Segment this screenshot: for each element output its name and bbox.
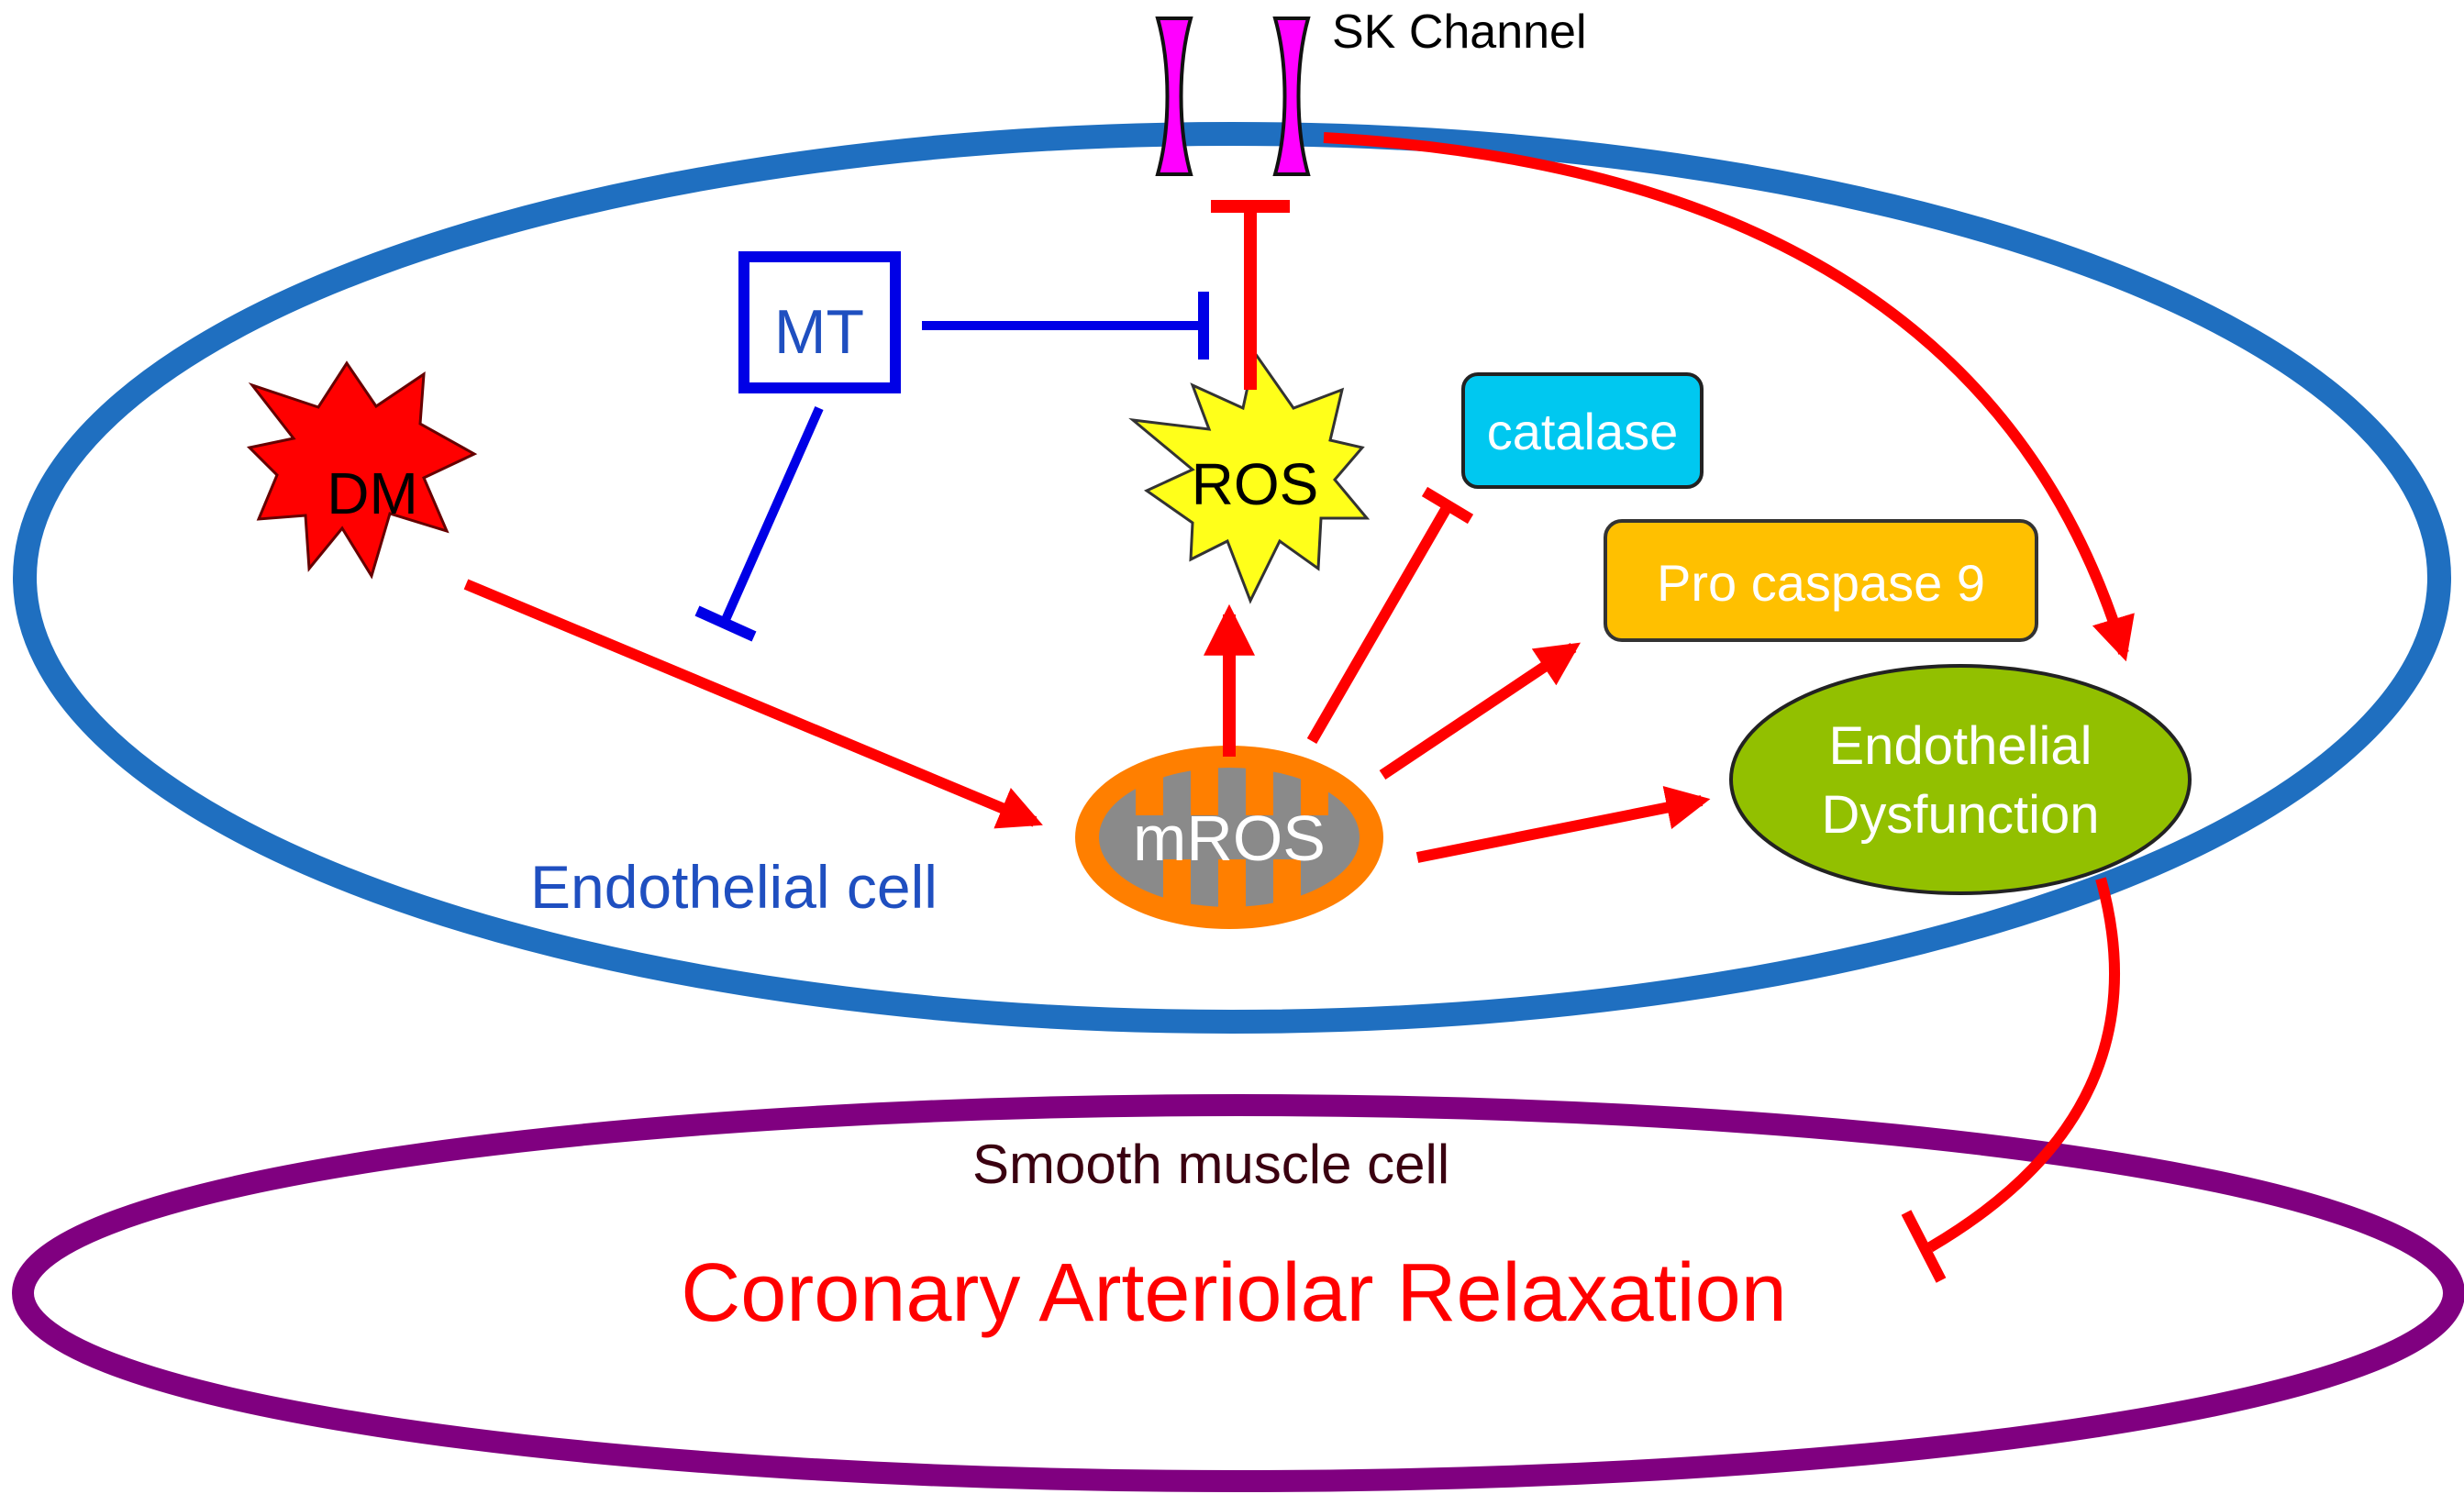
mt-label: MT xyxy=(774,297,864,367)
relaxation-label: Coronary Arteriolar Relaxation xyxy=(681,1247,1787,1339)
catalase-label: catalase xyxy=(1487,403,1679,460)
catalase-box xyxy=(1461,372,1704,489)
mros-mitochondrion-icon xyxy=(1075,746,1383,929)
dm-star-icon xyxy=(246,360,478,580)
sk-to-dysfunction-arrow xyxy=(1323,132,2135,662)
pro-caspase-label: Pro caspase 9 xyxy=(1657,554,1985,612)
ros-label: ROS xyxy=(1192,451,1319,517)
dm-label: DM xyxy=(327,460,418,526)
endothelial-cell-label: Endothelial cell xyxy=(530,853,938,921)
sk-channel-label: SK Channel xyxy=(1332,6,1587,59)
mros-inhibits-catalase-bar xyxy=(1421,486,1474,525)
smooth-muscle-cell-label: Smooth muscle cell xyxy=(972,1134,1449,1195)
mros-to-dysfunction-arrow xyxy=(1415,785,1711,863)
mros-label: mROS xyxy=(1133,802,1326,874)
sk-channel-icon xyxy=(1155,17,1311,176)
smooth-muscle-cell-membrane xyxy=(12,1094,2464,1492)
mros-to-pro-caspase-arrow xyxy=(1379,642,1581,780)
dm-to-mros-arrow xyxy=(463,579,1043,829)
endothelial-dysfunction-label-1: Endothelial xyxy=(1829,716,2092,776)
dysfunction-inhibits-relaxation-line xyxy=(1926,877,2121,1253)
mt-box xyxy=(738,251,901,393)
mt-inhibits-mros-line xyxy=(720,405,824,625)
mt-inhibits-mros-bar xyxy=(694,605,757,642)
dysfunction-inhibits-relaxation-bar xyxy=(1901,1210,1947,1283)
endothelial-dysfunction-node xyxy=(1729,664,2192,895)
ros-star-icon xyxy=(1128,349,1371,604)
endothelial-dysfunction-label-2: Dysfunction xyxy=(1821,785,2099,845)
pro-caspase-box xyxy=(1604,519,2038,642)
mros-inhibits-catalase-line xyxy=(1306,503,1453,745)
endothelial-cell-membrane xyxy=(13,122,2451,1034)
